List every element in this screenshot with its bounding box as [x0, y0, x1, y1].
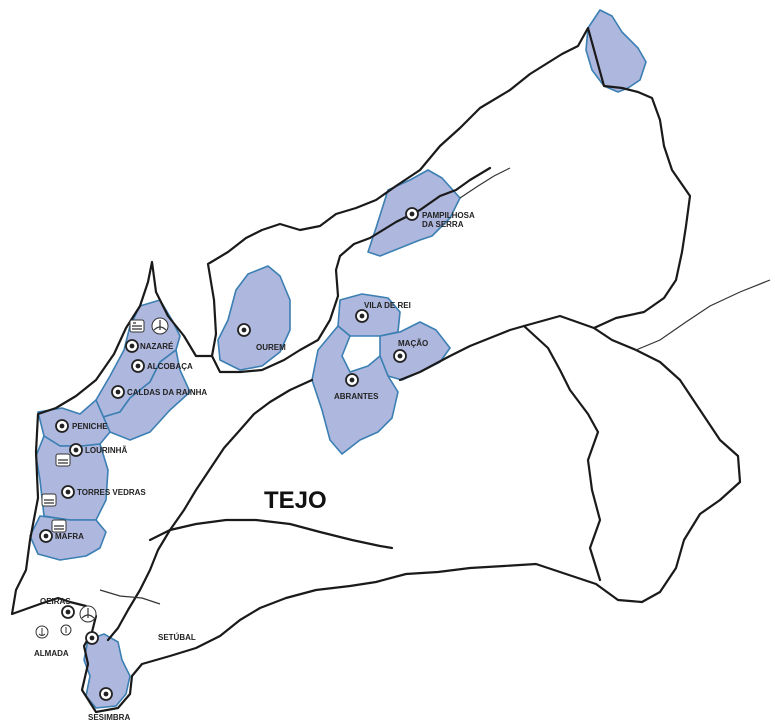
river-lines — [99, 167, 771, 605]
place-marker-sesimbra[interactable] — [99, 687, 113, 701]
hotel-icon[interactable] — [129, 319, 145, 333]
region-almada-sesimbra[interactable] — [83, 633, 131, 709]
label-lourinha: LOURINHÃ — [85, 446, 127, 455]
label-oeiras: OEIRAS — [40, 597, 71, 606]
label-almada: ALMADA — [34, 649, 69, 658]
place-marker-alcobaca[interactable] — [131, 359, 145, 373]
place-marker-pampilhosa[interactable] — [405, 207, 419, 221]
anchor-icon[interactable] — [60, 624, 72, 636]
place-marker-setubal[interactable] — [85, 631, 99, 645]
label-pampilhosa: PAMPILHOSA — [422, 211, 475, 220]
label-macao: MAÇÃO — [398, 339, 428, 348]
place-marker-mafra[interactable] — [39, 529, 53, 543]
place-labels: NAZARÉ ALCOBAÇA CALDAS DA RAINHA PENICHE… — [34, 211, 475, 722]
place-marker-ourem[interactable] — [237, 323, 251, 337]
region-mafra[interactable] — [29, 515, 107, 561]
beach-icon[interactable] — [151, 317, 169, 335]
hotel-icon[interactable] — [51, 519, 67, 533]
label-mafra: MAFRA — [55, 532, 84, 541]
label-sesimbra: SESIMBRA — [88, 713, 130, 722]
place-marker-torres-vedras[interactable] — [61, 485, 75, 499]
hotel-icon[interactable] — [55, 453, 71, 467]
region-name-label: TEJO — [264, 487, 327, 514]
label-peniche: PENICHE — [72, 422, 108, 431]
label-caldas-da-rainha: CALDAS DA RAINHA — [127, 388, 207, 397]
label-da-serra: DA SERRA — [422, 220, 464, 229]
place-markers — [39, 207, 419, 701]
hotel-icon[interactable] — [41, 493, 57, 507]
beach-icon[interactable] — [79, 605, 97, 623]
amenity-icons — [35, 317, 169, 639]
label-nazare: NAZARÉ — [140, 342, 174, 351]
place-marker-macao[interactable] — [393, 349, 407, 363]
anchor-icon[interactable] — [35, 625, 49, 639]
label-ourem: OUREM — [256, 343, 286, 352]
region-ourem[interactable] — [217, 265, 291, 371]
place-marker-abrantes[interactable] — [345, 373, 359, 387]
place-marker-vila-de-rei[interactable] — [355, 309, 369, 323]
label-torres-vedras: TORRES VEDRAS — [77, 488, 146, 497]
label-setubal: SETÚBAL — [158, 633, 196, 642]
place-marker-lourinha[interactable] — [69, 443, 83, 457]
place-marker-oeiras[interactable] — [61, 605, 75, 619]
place-marker-peniche[interactable] — [55, 419, 69, 433]
place-marker-caldas[interactable] — [111, 385, 125, 399]
label-vila-de-rei: VILA DE REI — [364, 301, 411, 310]
label-alcobaca: ALCOBAÇA — [147, 362, 193, 371]
region-caldas[interactable] — [99, 349, 191, 441]
region-abrantes[interactable] — [311, 325, 399, 455]
label-abrantes: ABRANTES — [334, 392, 379, 401]
place-marker-nazare[interactable] — [125, 339, 139, 353]
internal-borders — [106, 166, 602, 642]
